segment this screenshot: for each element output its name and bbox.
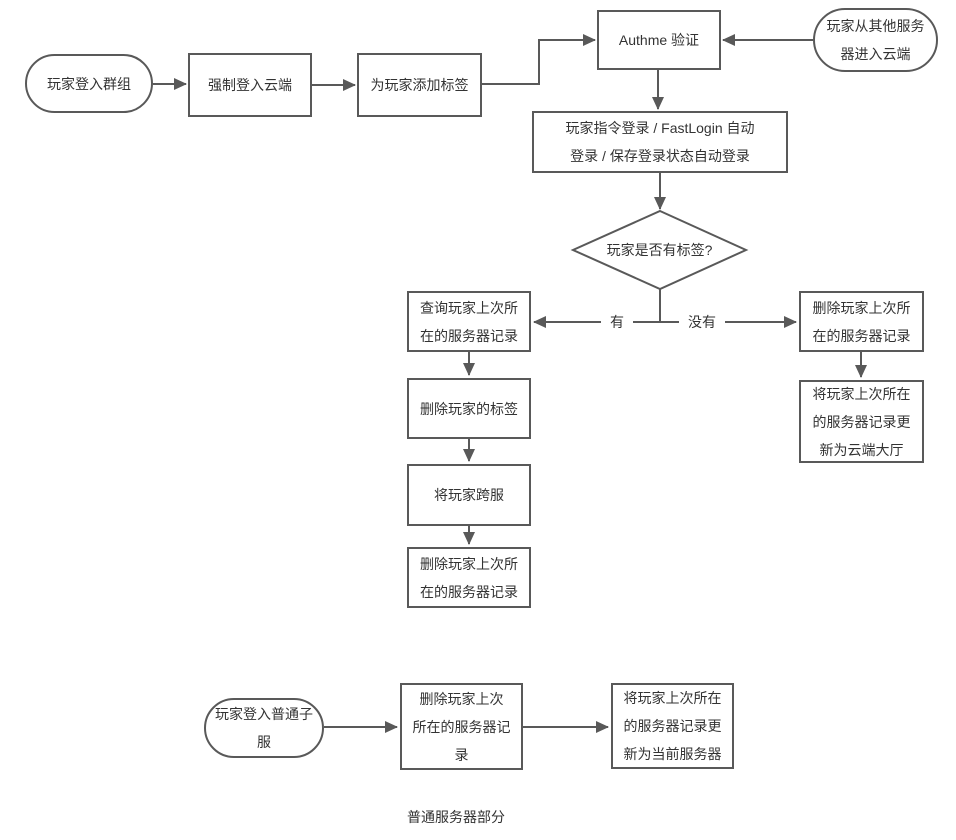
edge-add-tag-to-authme bbox=[482, 34, 596, 85]
node-force-cloud-login: 强制登入云端 bbox=[188, 53, 312, 117]
node-update-record-current: 将玩家上次所在 的服务器记录更 新为当前服务器 bbox=[611, 683, 734, 769]
node-delete-last-server-bottom: 删除玩家上次 所在的服务器记 录 bbox=[400, 683, 523, 770]
node-start-normal-server: 玩家登入普通子 服 bbox=[204, 698, 324, 758]
node-has-tag-decision-label: 玩家是否有标签? bbox=[606, 242, 713, 258]
decision-diamond-shape bbox=[570, 209, 749, 291]
node-start-group: 玩家登入群组 bbox=[25, 54, 153, 113]
edge-label-yes: 有 bbox=[601, 313, 633, 331]
node-cross-server-player: 将玩家跨服 bbox=[407, 464, 531, 526]
node-login-methods: 玩家指令登录 / FastLogin 自动 登录 / 保存登录状态自动登录 bbox=[532, 111, 788, 173]
node-update-record-cloud-lobby: 将玩家上次所在 的服务器记录更 新为云端大厅 bbox=[799, 380, 924, 463]
diagram-caption: 普通服务器部分 bbox=[407, 809, 505, 825]
edge-label-no: 没有 bbox=[679, 313, 725, 331]
node-remove-player-tag: 删除玩家的标签 bbox=[407, 378, 531, 439]
node-authme-verify: Authme 验证 bbox=[597, 10, 721, 70]
node-delete-last-server-right: 删除玩家上次所 在的服务器记录 bbox=[799, 291, 924, 352]
node-query-last-server: 查询玩家上次所 在的服务器记录 bbox=[407, 291, 531, 352]
node-add-player-tag: 为玩家添加标签 bbox=[357, 53, 482, 117]
node-delete-last-server-left: 删除玩家上次所 在的服务器记录 bbox=[407, 547, 531, 608]
node-enter-cloud-from-other-server: 玩家从其他服务 器进入云端 bbox=[813, 8, 938, 72]
